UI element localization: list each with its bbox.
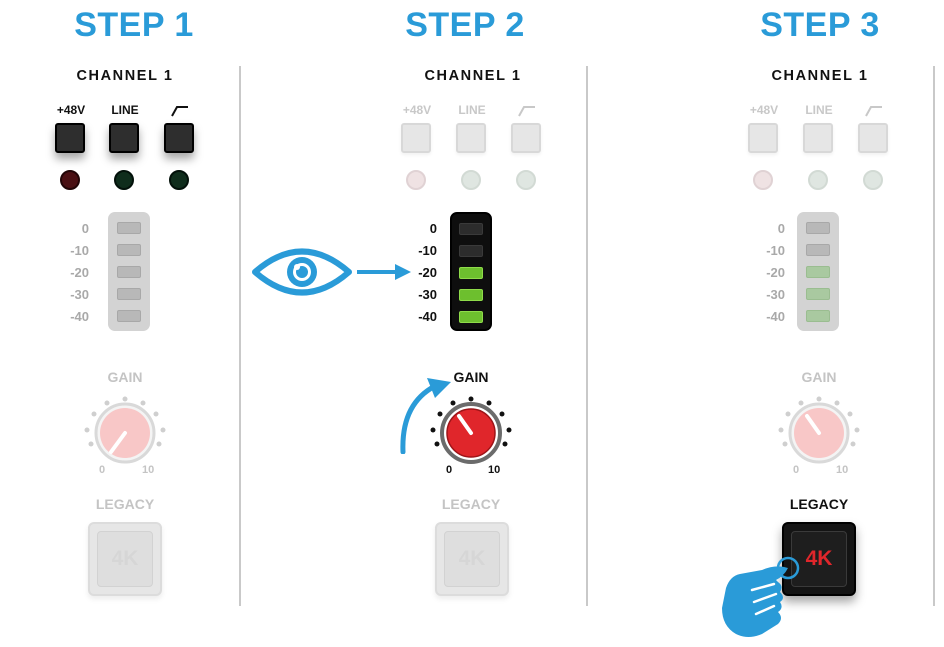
meter-segment-20 (806, 266, 830, 278)
meter-label-20: -20 (418, 265, 437, 280)
meter-label-30: -30 (766, 287, 785, 302)
step-3-title: STEP 3 (760, 6, 880, 44)
phantom-power-button[interactable] (55, 123, 85, 153)
meter-segment-0 (117, 222, 141, 234)
gain-knob[interactable] (426, 390, 516, 470)
line-label: LINE (458, 103, 486, 117)
meter-label-10: -10 (766, 243, 785, 258)
high-pass-filter-icon (518, 104, 536, 122)
line-label: LINE (111, 103, 139, 117)
level-meter (108, 212, 150, 331)
eye-icon (252, 248, 352, 296)
meter-segment-10 (459, 245, 483, 257)
meter-label-0: 0 (81, 221, 89, 236)
phantom-power-button[interactable] (748, 123, 778, 153)
channel-title: CHANNEL 1 (76, 68, 174, 84)
line-led (114, 170, 134, 190)
high-pass-filter-led (516, 170, 536, 190)
gain-min-label: 0 (793, 464, 800, 476)
legacy-label: LEGACY (441, 496, 501, 512)
meter-label-40: -40 (70, 309, 89, 324)
meter-label-20: -20 (70, 265, 89, 280)
legacy-button-text: 4K (97, 531, 153, 587)
line-button[interactable] (456, 123, 486, 153)
line-label: LINE (805, 103, 833, 117)
step-1-title: STEP 1 (74, 6, 194, 44)
meter-label-30: -30 (418, 287, 437, 302)
meter-segment-0 (806, 222, 830, 234)
meter-segment-40 (806, 310, 830, 322)
meter-segment-10 (806, 244, 830, 256)
meter-label-40: -40 (418, 309, 437, 324)
legacy-button[interactable]: 4K (88, 522, 162, 596)
legacy-button-text: 4K (444, 531, 500, 587)
gain-min-label: 0 (446, 464, 453, 476)
gain-min-label: 0 (99, 464, 106, 476)
channel-title: CHANNEL 1 (424, 68, 522, 84)
meter-label-30: -30 (70, 287, 89, 302)
high-pass-filter-button[interactable] (858, 123, 888, 153)
legacy-label: LEGACY (95, 496, 155, 512)
phantom-power-led (60, 170, 80, 190)
phantom-power-label: +48V (402, 103, 432, 117)
gain-max-label: 10 (142, 464, 155, 476)
gain-max-label: 10 (836, 464, 849, 476)
gain-max-label: 10 (488, 464, 501, 476)
channel-title: CHANNEL 1 (771, 68, 869, 84)
curved-arrow-icon (400, 378, 451, 454)
legacy-button[interactable]: 4K (435, 522, 509, 596)
phantom-power-label: +48V (56, 103, 86, 117)
meter-segment-20 (117, 266, 141, 278)
meter-segment-30 (117, 288, 141, 300)
meter-label-10: -10 (70, 243, 89, 258)
meter-segment-40 (459, 311, 483, 323)
phantom-power-led (406, 170, 426, 190)
column-divider-2 (586, 66, 588, 606)
high-pass-filter-icon (171, 104, 189, 122)
high-pass-filter-button[interactable] (164, 123, 194, 153)
meter-segment-30 (806, 288, 830, 300)
line-led (808, 170, 828, 190)
column-divider-3 (933, 66, 935, 606)
arrow-right-icon (357, 264, 411, 280)
high-pass-filter-icon (865, 104, 883, 122)
meter-segment-30 (459, 289, 483, 301)
meter-label-20: -20 (766, 265, 785, 280)
high-pass-filter-button[interactable] (511, 123, 541, 153)
phantom-power-button[interactable] (401, 123, 431, 153)
phantom-power-led (753, 170, 773, 190)
line-led (461, 170, 481, 190)
meter-segment-20 (459, 267, 483, 279)
pointing-hand-icon (722, 556, 800, 637)
level-meter (797, 212, 839, 331)
level-meter (450, 212, 492, 331)
meter-segment-10 (117, 244, 141, 256)
column-divider-1 (239, 66, 241, 606)
meter-label-0: 0 (777, 221, 785, 236)
high-pass-filter-led (169, 170, 189, 190)
meter-segment-0 (459, 223, 483, 235)
legacy-label: LEGACY (789, 496, 849, 512)
high-pass-filter-led (863, 170, 883, 190)
meter-label-40: -40 (766, 309, 785, 324)
line-button[interactable] (109, 123, 139, 153)
step-2-title: STEP 2 (405, 6, 525, 44)
gain-label: GAIN (453, 369, 489, 385)
gain-label: GAIN (801, 369, 837, 385)
meter-label-0: 0 (429, 221, 437, 236)
meter-segment-40 (117, 310, 141, 322)
gain-label: GAIN (107, 369, 143, 385)
phantom-power-label: +48V (749, 103, 779, 117)
line-button[interactable] (803, 123, 833, 153)
gain-knob[interactable] (80, 390, 170, 470)
gain-knob[interactable] (774, 390, 864, 470)
meter-label-10: -10 (418, 243, 437, 258)
